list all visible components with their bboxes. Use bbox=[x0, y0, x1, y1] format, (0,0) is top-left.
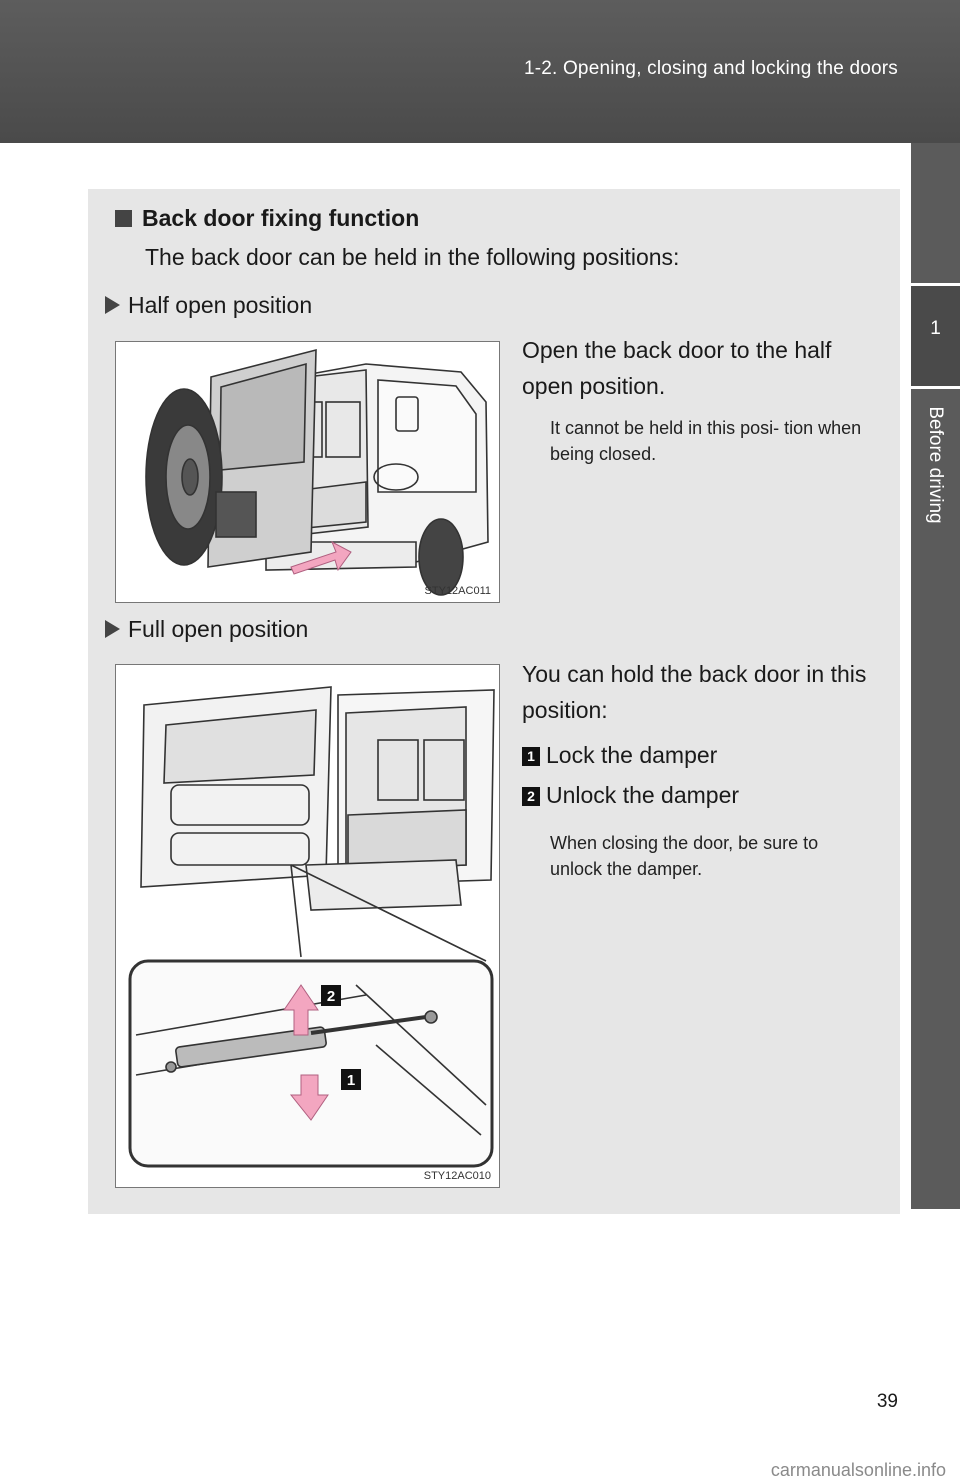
half-open-heading-text: Half open position bbox=[128, 292, 313, 318]
page-number: 39 bbox=[876, 1391, 898, 1412]
number-badge: 1 bbox=[522, 747, 540, 766]
watermark: carmanualsonline.info bbox=[770, 1460, 946, 1480]
full-open-text: You can hold the back door in this posit… bbox=[522, 661, 867, 723]
half-open-heading: Half open position bbox=[105, 292, 312, 319]
list-item: 1 Lock the damper bbox=[522, 742, 717, 769]
callout-2: 2 bbox=[327, 988, 335, 1005]
callout-1: 1 bbox=[347, 1072, 355, 1089]
section-intro: The back door can be held in the followi… bbox=[145, 244, 680, 270]
half-open-figure: STY12AC011 bbox=[115, 341, 500, 603]
triangle-bullet-icon bbox=[105, 620, 120, 638]
full-open-note: When closing the door, be sure to unlock… bbox=[550, 833, 819, 879]
page-header: 1-2. Opening, closing and locking the do… bbox=[0, 0, 960, 143]
section-title-text: Back door fixing function bbox=[142, 205, 420, 231]
list-item-label: Unlock the damper bbox=[546, 782, 740, 808]
triangle-bullet-icon bbox=[105, 296, 120, 314]
full-open-heading: Full open position bbox=[105, 616, 308, 643]
header-title: 1-2. Opening, closing and locking the do… bbox=[523, 58, 898, 79]
chapter-label: Before driving bbox=[925, 406, 946, 524]
half-open-text: Open the back door to the half open posi… bbox=[522, 337, 832, 399]
half-open-note: It cannot be held in this posi- tion whe… bbox=[550, 418, 862, 464]
full-open-heading-text: Full open position bbox=[128, 616, 309, 642]
list-item-label: Lock the damper bbox=[546, 742, 718, 768]
full-open-figure: 2 1 STY12AC010 bbox=[115, 664, 500, 1188]
chapter-number: 1 bbox=[930, 318, 941, 339]
full-open-figure-id: STY12AC010 bbox=[423, 1170, 491, 1182]
half-open-figure-id: STY12AC011 bbox=[424, 585, 491, 597]
section-title: Back door fixing function bbox=[115, 205, 419, 232]
chapter-tab: 1 bbox=[911, 283, 960, 389]
half-open-illustration bbox=[145, 348, 489, 596]
full-open-illustration: 2 1 bbox=[128, 686, 495, 1168]
square-bullet-icon bbox=[115, 210, 132, 227]
list-item: 2 Unlock the damper bbox=[522, 782, 739, 809]
number-badge: 2 bbox=[522, 787, 540, 806]
